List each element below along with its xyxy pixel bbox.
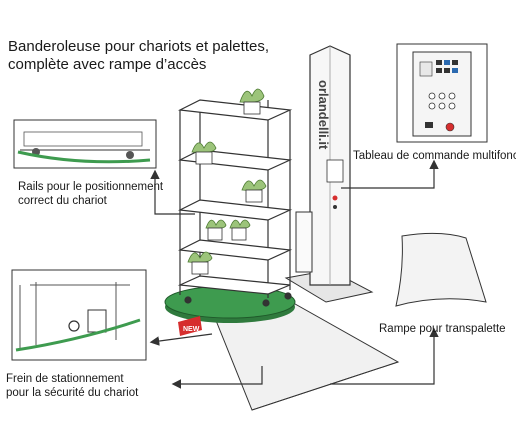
plants [187, 88, 267, 275]
title-line-2: complète avec rampe d’accès [8, 56, 207, 73]
new-badge: NEW [178, 316, 202, 336]
callout-arrows [149, 159, 439, 389]
brand-logo-text: orlandelli.it [316, 80, 331, 150]
label-frein-line-2: pour la sécurité du chariot [6, 387, 139, 399]
label-frein-line-1: Frein de stationnement [6, 373, 124, 385]
detail-brake [11, 269, 147, 361]
detail-rails [13, 119, 157, 169]
trolley-rack [177, 99, 293, 307]
label-rampe: Rampe pour transpalette [379, 323, 506, 335]
control-panel [396, 43, 488, 143]
label-frein: Frein de stationnement pour la sécurité … [6, 372, 138, 400]
title-line-1: Banderoleuse pour chariots et palettes, [8, 38, 269, 55]
new-badge-text: NEW [183, 326, 200, 333]
tower [295, 45, 351, 286]
label-rails-line-2: correct du chariot [18, 195, 107, 207]
label-rails-line-1: Rails pour le positionnement [18, 181, 164, 193]
label-rails: Rails pour le positionnement correct du … [18, 180, 163, 208]
ramp-illustration [395, 232, 487, 307]
diagram-title: Banderoleuse pour chariots et palettes, … [8, 38, 269, 74]
label-tableau: Tableau de commande multifonction [353, 150, 516, 162]
